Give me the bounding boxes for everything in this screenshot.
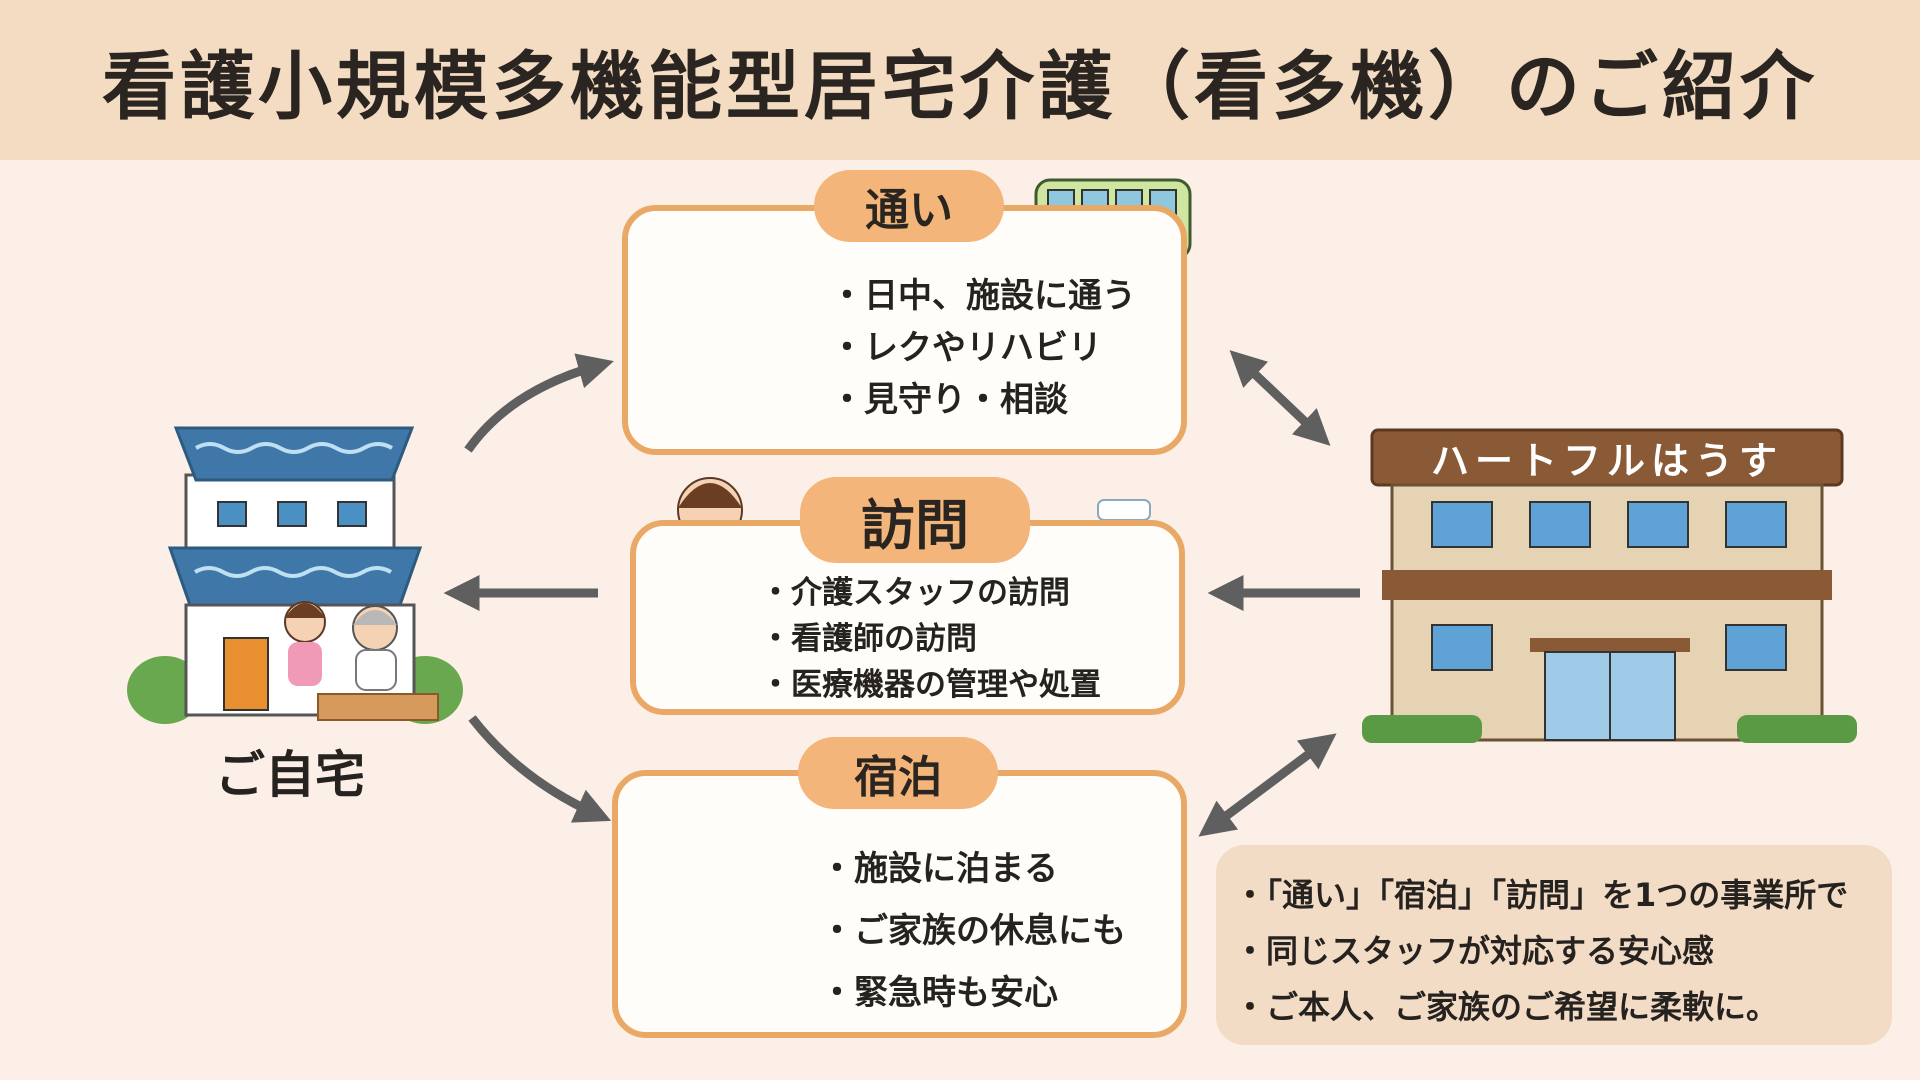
home-label: ご自宅 — [215, 746, 365, 804]
label-kayoi: 通い — [814, 170, 1004, 242]
notes-box: 「通い」「宿泊」「訪問」を1つの事業所で 同じスタッフが対応する安心感 ご本人、… — [1216, 845, 1892, 1045]
list-item: レクやリハビリ — [830, 322, 1136, 374]
list-item: ご家族の休息にも — [820, 900, 1126, 962]
list-item: 介護スタッフの訪問 — [760, 570, 1101, 616]
list-kayoi: 日中、施設に通う レクやリハビリ 見守り・相談 — [830, 270, 1136, 426]
page-title: 看護小規模多機能型居宅介護（看多機）のご紹介 — [102, 43, 1818, 130]
list-item: 「通い」「宿泊」「訪問」を1つの事業所で — [1234, 867, 1874, 923]
list-shukuhaku: 施設に泊まる ご家族の休息にも 緊急時も安心 — [820, 838, 1126, 1024]
arrow-icon — [1198, 733, 1337, 837]
arrow-icon — [468, 715, 612, 823]
list-item: 同じスタッフが対応する安心感 — [1234, 923, 1874, 979]
list-item: ご本人、ご家族のご希望に柔軟に。 — [1234, 979, 1874, 1035]
label-shukuhaku: 宿泊 — [798, 737, 998, 809]
list-item: 医療機器の管理や処置 — [760, 662, 1101, 708]
arrow-icon — [464, 353, 614, 453]
list-houmon: 介護スタッフの訪問 看護師の訪問 医療機器の管理や処置 — [760, 570, 1101, 708]
list-item: 施設に泊まる — [820, 838, 1126, 900]
list-item: 看護師の訪問 — [760, 616, 1101, 662]
facility-sign: ハートフルはうす — [1430, 439, 1783, 483]
header-banner: 看護小規模多機能型居宅介護（看多機）のご紹介 — [0, 0, 1920, 160]
arrow-icon — [1229, 350, 1331, 446]
facility-building-icon — [1362, 428, 1857, 743]
list-item: 日中、施設に通う — [830, 270, 1136, 322]
list-item: 緊急時も安心 — [820, 962, 1126, 1024]
house-icon — [127, 426, 463, 724]
label-houmon: 訪問 — [800, 477, 1030, 563]
list-item: 見守り・相談 — [830, 374, 1136, 426]
